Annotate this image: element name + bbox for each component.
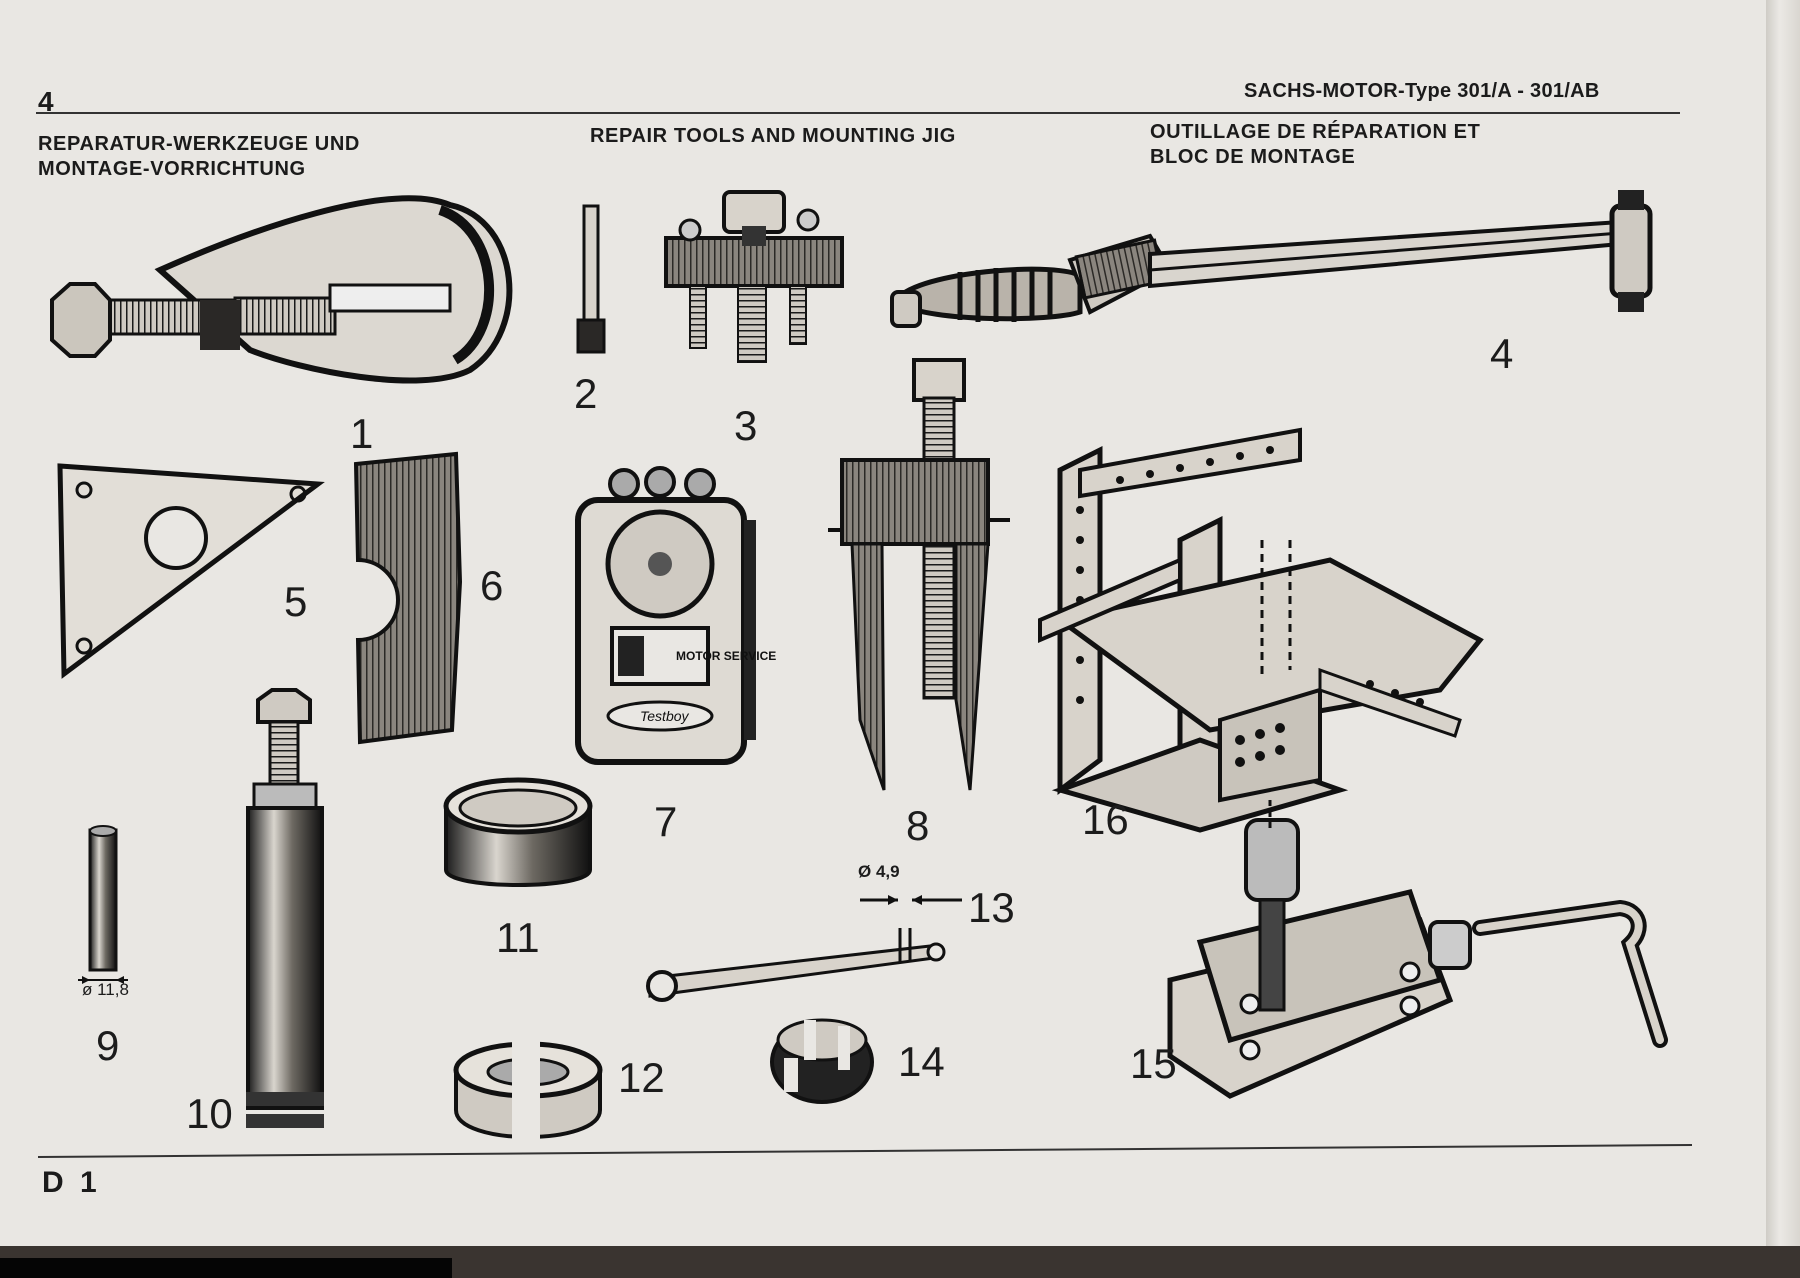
callout-15: 15 xyxy=(1130,1040,1177,1088)
callout-10: 10 xyxy=(186,1090,233,1138)
tool-13-spanner xyxy=(648,895,962,1000)
callout-9: 9 xyxy=(96,1022,119,1070)
binding-edge xyxy=(1766,0,1800,1246)
tool-1-gear-puller xyxy=(52,198,509,380)
tool-12-split-ring xyxy=(456,1040,600,1140)
callout-16: 16 xyxy=(1082,796,1129,844)
callout-4: 4 xyxy=(1490,330,1513,378)
tool-8-two-arm-puller xyxy=(828,360,1010,790)
callout-7: 7 xyxy=(654,798,677,846)
tool-10-press-tool xyxy=(246,690,324,1128)
tool-11-ring xyxy=(446,780,590,885)
tool-6-clamp-plate xyxy=(356,454,460,742)
tool-16-mounting-jig xyxy=(1040,430,1480,830)
callout-6: 6 xyxy=(480,562,503,610)
tool-4-holder-bar xyxy=(892,190,1650,326)
dimension-tool-13: Ø 4,9 xyxy=(858,862,900,882)
callout-1: 1 xyxy=(350,410,373,458)
tool-14-castle-nut xyxy=(772,1020,872,1102)
callout-2: 2 xyxy=(574,370,597,418)
manual-page: 4 SACHS-MOTOR-Type 301/A - 301/AB REPARA… xyxy=(0,0,1766,1246)
footer-rule xyxy=(38,1145,1692,1157)
callout-14: 14 xyxy=(898,1038,945,1086)
callout-3: 3 xyxy=(734,402,757,450)
footer-code: D 1 xyxy=(42,1166,101,1200)
tester-brand-label: MOTOR SERVICE xyxy=(676,649,776,663)
callout-13: 13 xyxy=(968,884,1015,932)
tool-9-drift xyxy=(78,826,128,984)
tool-2-pin xyxy=(578,206,604,352)
callout-5: 5 xyxy=(284,578,307,626)
dimension-tool-9: ø 11,8 xyxy=(82,980,129,1000)
callout-11: 11 xyxy=(496,914,540,962)
tool-illustrations: MOTOR SERVICE Testboy xyxy=(0,0,1766,1246)
callout-12: 12 xyxy=(618,1054,665,1102)
tool-15-vise xyxy=(1170,820,1660,1096)
tester-name-label: Testboy xyxy=(640,708,690,724)
tool-3-small-puller xyxy=(666,192,842,362)
scan-corner-mask xyxy=(0,1258,452,1278)
tool-5-triangle-plate xyxy=(60,466,318,674)
callout-8: 8 xyxy=(906,802,929,850)
